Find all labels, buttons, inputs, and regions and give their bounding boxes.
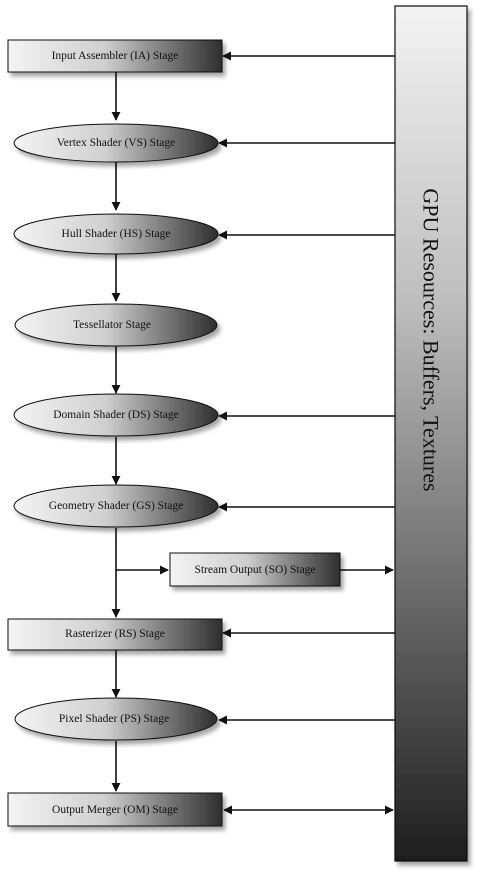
stage-box	[7, 618, 223, 651]
stage-hull-shader: Hull Shader (HS) Stage	[13, 213, 219, 255]
stage-label: Rasterizer (RS) Stage	[65, 628, 165, 640]
stage-label: Domain Shader (DS) Stage	[53, 409, 179, 421]
stage-stream-output: Stream Output (SO) Stage	[169, 552, 341, 587]
pipeline-edges	[111, 72, 169, 792]
stage-input-assembler: Input Assembler (IA) Stage	[7, 39, 223, 73]
stage-ellipse	[13, 484, 219, 528]
stage-label: Output Merger (OM) Stage	[52, 804, 178, 816]
gpu-resources-panel: GPU Resources: Buffers, Textures	[394, 5, 468, 862]
stage-rasterizer: Rasterizer (RS) Stage	[7, 618, 223, 651]
stage-label: Pixel Shader (PS) Stage	[59, 713, 169, 725]
gpu-resources-box	[394, 5, 468, 862]
stage-geometry-shader: Geometry Shader (GS) Stage	[13, 484, 219, 528]
stage-ellipse	[14, 697, 218, 741]
stage-vertex-shader: Vertex Shader (VS) Stage	[13, 123, 219, 163]
gpu-resources-label: GPU Resources: Buffers, Textures	[419, 188, 444, 491]
stage-label: Tessellator Stage	[73, 319, 151, 331]
stage-label: Hull Shader (HS) Stage	[62, 228, 171, 240]
stage-tessellator: Tessellator Stage	[14, 303, 218, 347]
stage-ellipse	[13, 393, 219, 437]
stage-ellipse	[13, 123, 219, 163]
stage-box	[7, 792, 223, 827]
stage-pixel-shader: Pixel Shader (PS) Stage	[14, 697, 218, 741]
stage-output-merger: Output Merger (OM) Stage	[7, 792, 223, 827]
stage-ellipse	[13, 213, 219, 255]
resource-edges	[218, 51, 395, 815]
stage-label: Vertex Shader (VS) Stage	[57, 137, 175, 149]
stage-box	[169, 552, 341, 587]
stage-label: Input Assembler (IA) Stage	[52, 50, 179, 62]
stage-ellipse	[14, 303, 218, 347]
stage-box	[7, 39, 223, 73]
stage-domain-shader: Domain Shader (DS) Stage	[13, 393, 219, 437]
stage-label: Stream Output (SO) Stage	[194, 564, 315, 576]
stage-label: Geometry Shader (GS) Stage	[49, 500, 183, 512]
